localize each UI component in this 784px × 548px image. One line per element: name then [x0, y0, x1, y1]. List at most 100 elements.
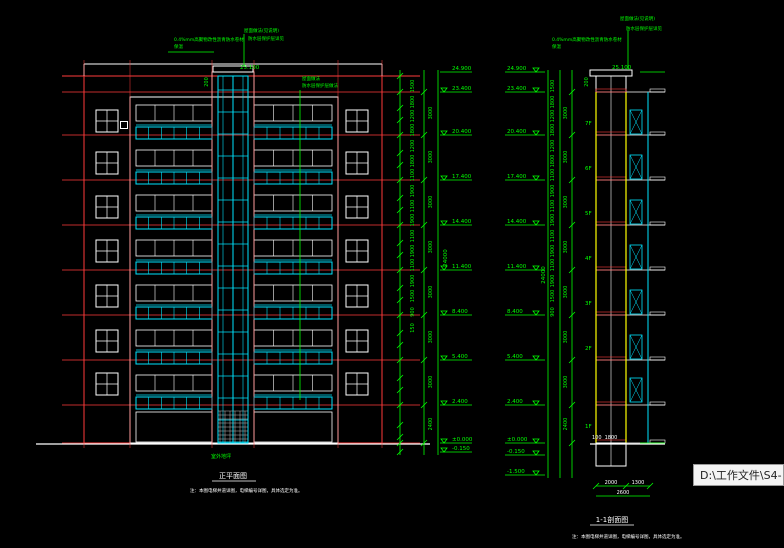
section-door-diagonal — [629, 377, 643, 403]
dim-storey-label: 3000 — [428, 196, 434, 209]
elev-label-front: ±0.000 — [452, 437, 473, 443]
sec-dim-tick — [568, 131, 576, 139]
dim-tick — [396, 421, 404, 429]
dim-tick — [420, 131, 428, 139]
elev-marker — [440, 400, 448, 406]
sec-roof-note-left-2: 保温 — [552, 43, 561, 50]
sec-dim-tick — [568, 356, 576, 364]
sec-elev-marker — [532, 470, 540, 476]
front-title: 正平面图 — [219, 472, 247, 480]
dim-tick — [420, 356, 428, 364]
sec-elev-label: -1.500 — [507, 469, 525, 475]
dim-storey-label: 3000 — [428, 151, 434, 164]
roof-note-right: 屋面做法 — [302, 75, 320, 82]
dim-tick — [396, 206, 404, 214]
dim-tick — [396, 356, 404, 364]
ground-window — [135, 411, 213, 443]
sec-dim-vertical: 1900 — [550, 245, 556, 258]
dim-tick — [396, 401, 404, 409]
roof-note-left-2: 保温 — [174, 43, 183, 50]
dim-storey-label: 3000 — [428, 241, 434, 254]
sec-dim-vertical: 1900 — [550, 214, 556, 227]
sec-elev-label: 17.400 — [507, 174, 527, 180]
dim-vertical-label: 1100 — [410, 200, 416, 213]
dim-vertical-label: 1900 — [410, 185, 416, 198]
elev-top-front: 25.100 — [240, 65, 260, 71]
sec-dim-storey: 3000 — [563, 241, 569, 254]
dim-tick — [396, 176, 404, 184]
dim-tick — [396, 341, 404, 349]
sec-dim-vertical: 1500 — [550, 80, 556, 93]
section-door — [629, 289, 643, 315]
dim-tick — [396, 194, 404, 202]
sec-dim-tick — [568, 266, 576, 274]
sec-elev-marker — [532, 400, 540, 406]
section-door-diagonal — [629, 154, 643, 180]
elev-marker — [440, 265, 448, 271]
roof-note-top: 屋面做法(见说明) — [244, 27, 279, 34]
dim-vertical-label: 1800 — [410, 124, 416, 137]
floor-label: 6F — [585, 166, 592, 172]
elev-marker — [440, 175, 448, 181]
sec-roof-note-left: 0.4%mm高聚物改性沥青防水卷材 — [552, 36, 622, 43]
sec-elev-label: ±0.000 — [507, 437, 528, 443]
floor-label: 4F — [585, 256, 592, 262]
section-door — [629, 109, 643, 135]
sec-dim-tick — [568, 221, 576, 229]
dim-total-section: 24000 — [541, 266, 547, 284]
sec-elev-label: 11.400 — [507, 264, 527, 270]
sec-elev-marker — [532, 310, 540, 316]
floor-label: 3F — [585, 301, 592, 307]
dim-storey-label: 3000 — [428, 286, 434, 299]
dim-tick — [396, 104, 404, 112]
elev-label-front: 14.400 — [452, 219, 472, 225]
elev-marker — [440, 355, 448, 361]
sec-elev-label: 14.400 — [507, 219, 527, 225]
elev-marker — [440, 310, 448, 316]
section-door-diagonal — [629, 109, 643, 135]
sec-roof-note-top: 屋面做法(见说明) — [620, 15, 655, 22]
dim-tick — [396, 386, 404, 394]
sec-elev-label: 20.400 — [507, 129, 527, 135]
dim-tick — [396, 311, 404, 319]
sec-dim-storey: 3000 — [563, 376, 569, 389]
section-1-1 — [505, 30, 666, 497]
ground-label: 室外地坪 — [211, 453, 231, 460]
dim-tick — [396, 88, 404, 96]
sec-elev-marker — [532, 438, 540, 444]
sec-elev-label: 24.900 — [507, 66, 527, 72]
drawing-labels: 0.4%mm高聚物改性沥青防水卷材保温屋面做法(见说明)防水层保护层详见屋面做法… — [174, 15, 685, 540]
dim-vertical-label: 1500 — [410, 80, 416, 93]
elev-marker — [440, 438, 448, 444]
sec-elev-marker — [532, 175, 540, 181]
section-beam — [649, 88, 666, 93]
sec-dim-vertical: 1200 — [550, 110, 556, 123]
elev-label-front: 8.400 — [452, 309, 468, 315]
dim-vertical-label: 1200 — [410, 140, 416, 153]
dim-tick — [396, 149, 404, 157]
front-elevation — [36, 34, 472, 456]
section-beam — [649, 221, 666, 226]
roof-note-left: 0.4%mm高聚物改性沥青防水卷材 — [174, 36, 244, 43]
dim-vertical-label: 150 — [410, 323, 416, 333]
section-door — [629, 244, 643, 270]
dim-vertical-label: 1500 — [410, 290, 416, 303]
floor-label: 2F — [585, 346, 592, 352]
section-beam — [649, 131, 666, 136]
dim-tick — [396, 329, 404, 337]
dim-storey-label: 2400 — [428, 418, 434, 431]
sec-dim-small-label: 200 — [584, 77, 590, 87]
section-beam — [649, 266, 666, 271]
dim-tick — [396, 374, 404, 382]
elev-label-front: 2.400 — [452, 399, 468, 405]
dim-tick — [420, 311, 428, 319]
sec-bottom-tick — [646, 482, 654, 490]
sec-dim-vertical: 1500 — [550, 290, 556, 303]
dim-tick — [420, 439, 428, 447]
dim-tick — [396, 439, 404, 447]
sec-elev-label: 2.400 — [507, 399, 523, 405]
sec-dim-vertical: 1900 — [550, 275, 556, 288]
sec-dim-vertical: 1100 — [550, 200, 556, 213]
